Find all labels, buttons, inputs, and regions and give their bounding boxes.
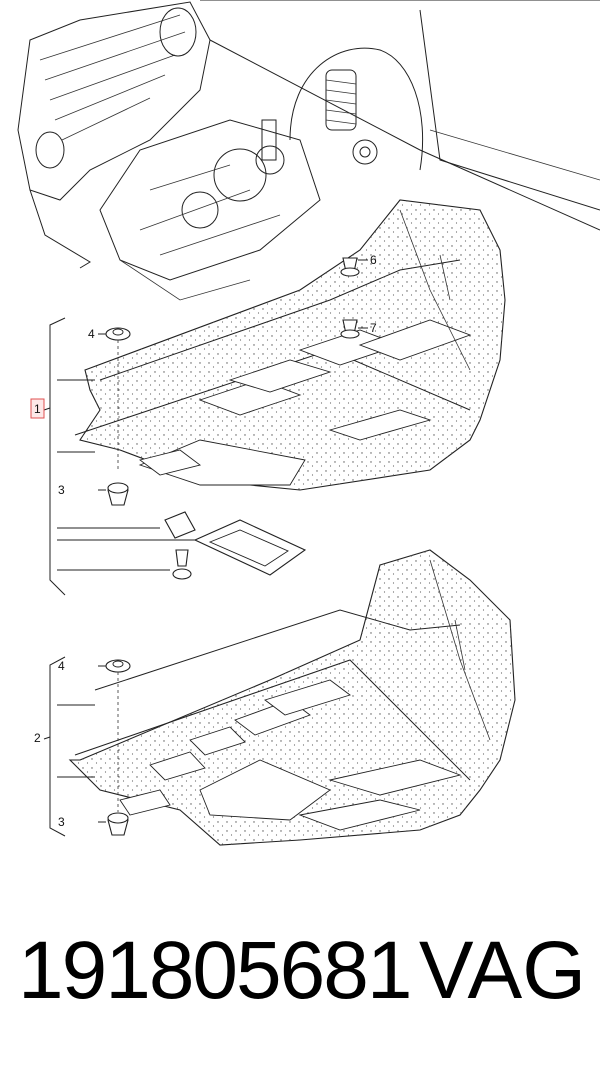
nut-4-lower	[105, 659, 131, 812]
clip-3-upper	[107, 482, 129, 506]
screw-7	[340, 319, 360, 339]
callout-4-upper: 4	[88, 327, 95, 341]
screw-6	[340, 257, 360, 277]
car-underbody-illustration	[17, 0, 600, 301]
lower-fasteners	[105, 659, 131, 836]
callout-7: 7	[370, 321, 377, 335]
callout-6: 6	[370, 253, 377, 267]
lower-engine-guard-panel	[68, 549, 516, 846]
clip-3-lower	[107, 812, 129, 836]
upper-fasteners	[105, 257, 360, 580]
callout-4-lower: 4	[58, 659, 65, 673]
part-number: 191805681	[18, 925, 412, 1016]
callout-3-upper: 3	[58, 483, 65, 497]
callout-1-highlight	[30, 398, 45, 419]
callout-1: 1	[34, 402, 41, 416]
brand-name: VAG	[418, 925, 586, 1016]
exploded-parts-diagram: 6 7 4 1 3 4 2 3	[17, 0, 600, 846]
clip-nut-lower-upper	[164, 511, 196, 580]
callout-labels: 6 7 4 1 3 4 2 3	[30, 253, 377, 829]
callout-2: 2	[34, 731, 41, 745]
leader-lines	[43, 259, 368, 837]
upper-engine-guard-panel	[74, 199, 506, 576]
callout-3-lower: 3	[58, 815, 65, 829]
